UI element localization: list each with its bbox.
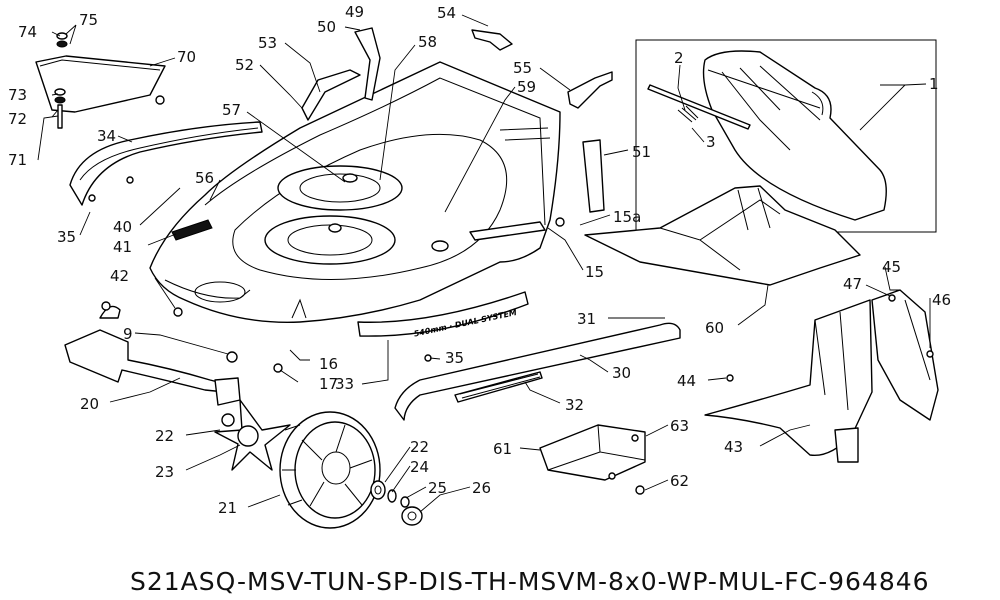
callout-56: 56	[195, 169, 214, 187]
callout-61: 61	[493, 440, 512, 458]
callout-16: 16	[319, 355, 338, 373]
callout-17: 17	[319, 375, 338, 393]
wheel-hardware	[370, 480, 423, 526]
callout-41: 41	[113, 238, 132, 256]
callout-63: 63	[670, 417, 689, 435]
front-axle	[64, 305, 241, 406]
callout-58: 58	[418, 33, 437, 51]
callout-34: 34	[97, 127, 116, 145]
callout-26: 26	[472, 479, 491, 497]
leader-lines	[37, 14, 931, 513]
callout-60: 60	[705, 319, 724, 337]
callout-59: 59	[517, 78, 536, 96]
callout-40: 40	[113, 218, 132, 236]
fasteners-top-left	[54, 32, 68, 129]
side-plate	[871, 289, 939, 421]
grass-bag-inset	[635, 39, 937, 233]
callout-57: 57	[222, 101, 241, 119]
callout-52: 52	[235, 56, 254, 74]
small-bolts	[88, 176, 934, 495]
callout-45: 45	[882, 258, 901, 276]
callout-72: 72	[8, 110, 27, 128]
callout-73: 73	[8, 86, 27, 104]
callout-24: 24	[410, 458, 429, 476]
callout-labels: 75 74 70 73 72 71 34 35 40 41 56 57 53 5…	[8, 3, 951, 517]
callout-70: 70	[177, 48, 196, 66]
callout-50: 50	[317, 18, 336, 36]
callout-71: 71	[8, 151, 27, 169]
callout-15a: 15a	[613, 208, 641, 226]
callout-53: 53	[258, 34, 277, 52]
callout-49: 49	[345, 3, 364, 21]
callout-15: 15	[585, 263, 604, 281]
hub-star	[214, 399, 291, 471]
callout-25: 25	[428, 479, 447, 497]
callout-62: 62	[670, 472, 689, 490]
callout-43: 43	[724, 438, 743, 456]
callout-23: 23	[155, 463, 174, 481]
front-guard	[69, 121, 263, 206]
callout-21: 21	[218, 499, 237, 517]
callout-20: 20	[80, 395, 99, 413]
callout-74: 74	[18, 23, 37, 41]
callout-32: 32	[565, 396, 584, 414]
callout-33: 33	[335, 375, 354, 393]
mower-deck	[149, 61, 561, 324]
callout-44: 44	[677, 372, 696, 390]
callout-75: 75	[79, 11, 98, 29]
deck-badge	[171, 219, 213, 241]
callout-3: 3	[706, 133, 716, 151]
callout-35-b: 35	[445, 349, 464, 367]
callout-54: 54	[437, 4, 456, 22]
callout-35: 35	[57, 228, 76, 246]
rear-wheel	[279, 411, 381, 529]
mulch-plug	[704, 299, 873, 463]
brackets	[301, 27, 613, 213]
callout-1: 1	[929, 75, 939, 93]
rear-flap	[35, 55, 166, 113]
callout-2: 2	[674, 49, 684, 67]
model-code: S21ASQ-MSV-TUN-SP-DIS-TH-MSVM-8x0-WP-MUL…	[130, 567, 930, 596]
callout-46: 46	[932, 291, 951, 309]
callout-31: 31	[577, 310, 596, 328]
callout-47: 47	[843, 275, 862, 293]
callout-9: 9	[123, 325, 133, 343]
tray	[539, 424, 646, 481]
callout-30: 30	[612, 364, 631, 382]
height-bar	[394, 322, 681, 421]
callout-22: 22	[155, 427, 174, 445]
callout-51: 51	[632, 143, 651, 161]
callout-42: 42	[110, 267, 129, 285]
callout-22-b: 22	[410, 438, 429, 456]
side-chute	[584, 185, 861, 286]
callout-55: 55	[513, 59, 532, 77]
